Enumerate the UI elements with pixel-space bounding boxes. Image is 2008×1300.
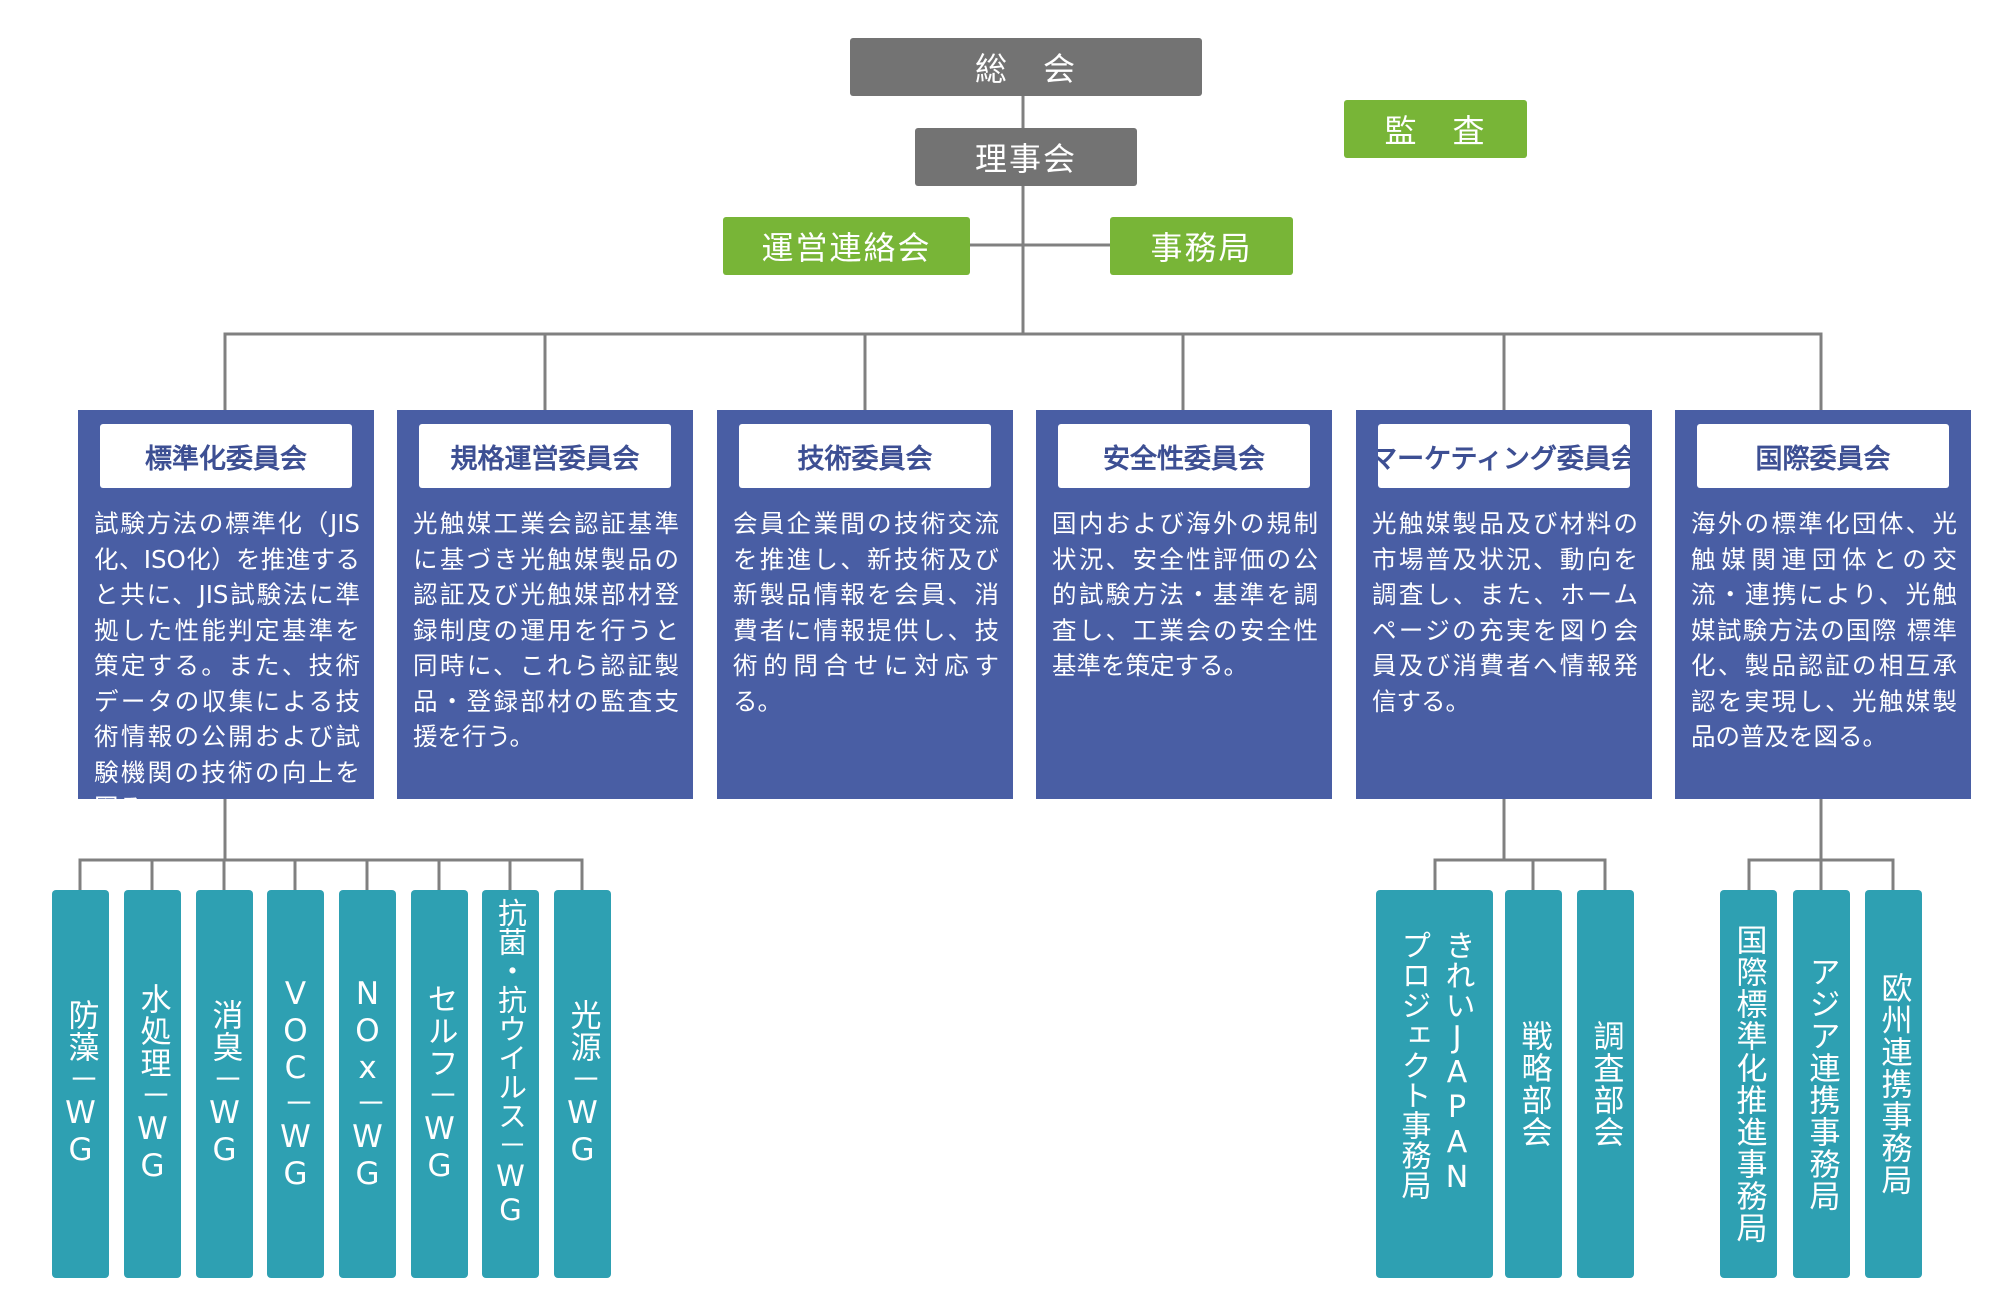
wg-label: VOC－WG [277, 975, 314, 1193]
general-meeting-label: 総 会 [974, 50, 1077, 88]
liaison-meeting-label: 運営連絡会 [761, 229, 932, 267]
committee-description: 光触媒工業会認証基準に基づき光触媒製品の認証及び光触媒部材登録制度の運用を行うと… [413, 509, 679, 751]
committee-title: 標準化委員会 [100, 424, 352, 488]
wg-antibacterial-antiviral: 抗菌・抗ウイルス－WG [482, 890, 539, 1278]
committee-safety: 安全性委員会 国内および海外の規制状況、安全性評価の公的試験方法・基準を調査し、… [1036, 410, 1332, 799]
asia-liaison-office: アジア連携事務局 [1793, 890, 1850, 1278]
wg-label: 抗菌・抗ウイルス－WG [493, 898, 528, 1227]
group-label: 調査部会 [1587, 1020, 1624, 1148]
committee-standardization: 標準化委員会 試験方法の標準化（JIS化、ISO化）を推進すると共に、JIS試験… [78, 410, 374, 822]
wg-deodorization: 消臭－WG [196, 890, 253, 1278]
wg-nox: NOx－WG [339, 890, 396, 1278]
committee-title: 国際委員会 [1697, 424, 1949, 488]
wg-label: 水処理－WG [134, 983, 171, 1185]
wg-antialgae: 防藻－WG [52, 890, 109, 1278]
committee-description: 海外の標準化団体、光触媒関連団体との交流・連携により、光触媒試験方法の国際 標準… [1691, 509, 1957, 751]
committee-title: 安全性委員会 [1058, 424, 1310, 488]
general-meeting-box: 総 会 [850, 38, 1202, 96]
committee-technical: 技術委員会 会員企業間の技術交流を推進し、新技術及び新製品情報を会員、消費者に情… [717, 410, 1013, 799]
wg-label: 消臭－WG [206, 999, 243, 1169]
group-label: 戦略部会 [1515, 1020, 1552, 1148]
committee-title: 技術委員会 [739, 424, 991, 488]
wg-self-cleaning: セルフ－WG [411, 890, 468, 1278]
research-subcommittee: 調査部会 [1577, 890, 1634, 1278]
audit-label: 監 査 [1384, 112, 1487, 150]
group-label: アジア連携事務局 [1803, 956, 1840, 1212]
international-standardization-office: 国際標準化推進事務局 [1720, 890, 1777, 1278]
secretariat-label: 事務局 [1150, 229, 1253, 267]
committee-description: 光触媒製品及び材料の市場普及状況、動向を調査し、また、ホームページの充実を図り会… [1372, 509, 1638, 716]
committee-description: 会員企業間の技術交流を推進し、新技術及び新製品情報を会員、消費者に情報提供し、技… [733, 509, 999, 716]
group-label: 欧州連携事務局 [1875, 972, 1912, 1196]
audit-box: 監 査 [1344, 100, 1527, 158]
wg-label: セルフ－WG [421, 983, 458, 1185]
europe-liaison-office: 欧州連携事務局 [1865, 890, 1922, 1278]
committee-standards-operation: 規格運営委員会 光触媒工業会認証基準に基づき光触媒製品の認証及び光触媒部材登録制… [397, 410, 693, 799]
wg-voc: VOC－WG [267, 890, 324, 1278]
committee-international: 国際委員会 海外の標準化団体、光触媒関連団体との交流・連携により、光触媒試験方法… [1675, 410, 1971, 799]
committee-title: 規格運営委員会 [419, 424, 671, 488]
wg-water-treatment: 水処理－WG [124, 890, 181, 1278]
strategy-subcommittee: 戦略部会 [1505, 890, 1562, 1278]
group-label: 国際標準化推進事務局 [1730, 924, 1767, 1244]
group-label: きれいJAPAN プロジェクト事務局 [1395, 930, 1475, 1200]
wg-light-source: 光源－WG [554, 890, 611, 1278]
kirei-japan-project-office: きれいJAPAN プロジェクト事務局 [1376, 890, 1493, 1278]
wg-label: NOx－WG [349, 975, 386, 1193]
committee-marketing: マーケティング委員会 光触媒製品及び材料の市場普及状況、動向を調査し、また、ホー… [1356, 410, 1652, 799]
liaison-meeting-box: 運営連絡会 [723, 217, 970, 275]
committee-title: マーケティング委員会 [1378, 424, 1630, 488]
committee-description: 試験方法の標準化（JIS化、ISO化）を推進すると共に、JIS試験法に準拠した性… [94, 509, 360, 822]
wg-label: 光源－WG [564, 999, 601, 1169]
secretariat-box: 事務局 [1110, 217, 1293, 275]
wg-label: 防藻－WG [62, 999, 99, 1169]
board-label: 理事会 [974, 140, 1077, 178]
board-box: 理事会 [915, 128, 1137, 186]
committee-description: 国内および海外の規制状況、安全性評価の公的試験方法・基準を調査し、工業会の安全性… [1052, 509, 1318, 680]
